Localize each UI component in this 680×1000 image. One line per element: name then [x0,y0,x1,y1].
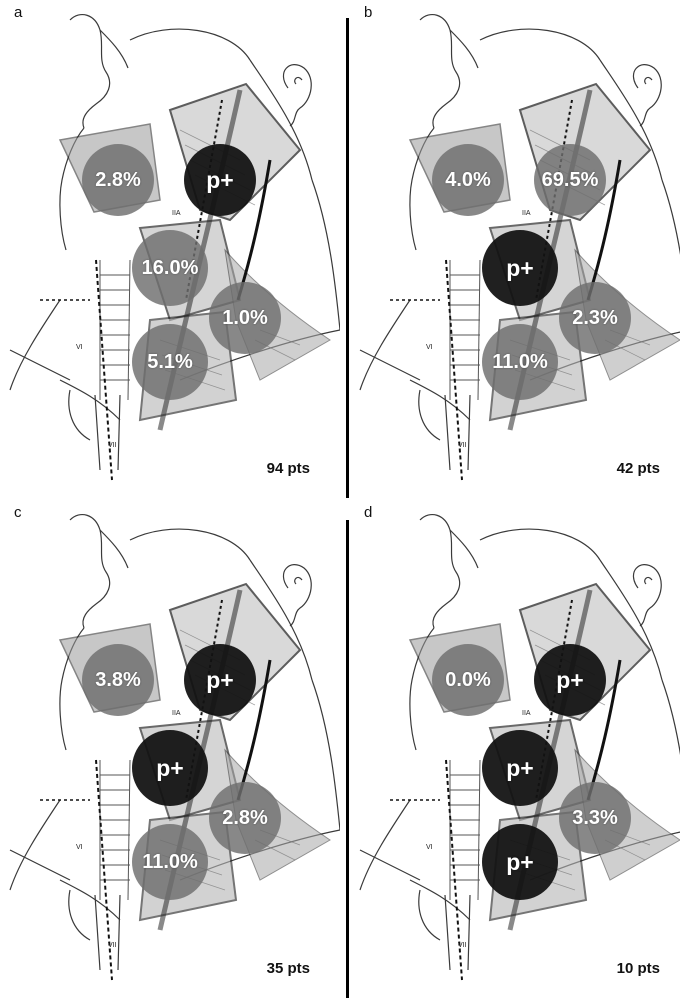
top-divider [346,18,349,498]
level-i-value: 2.8% [95,169,141,192]
level-iii-circle: p+ [482,230,558,306]
level-label-level_7: VII [458,442,467,449]
level-iia-circle: p+ [534,644,606,716]
level-iv-circle: p+ [482,824,558,900]
level-i-circle: 0.0% [432,644,504,716]
panel-letter: d [364,504,372,521]
patient-count: 10 pts [617,960,660,977]
level-i-value: 4.0% [445,169,491,192]
level-iv-circle: 11.0% [482,324,558,400]
level-label-level_7: VII [108,942,117,949]
panel-c: cIIA VI VII 3.8% p+ p+ 2.8% 11.0% 35 pts [0,500,340,1000]
level-iii-circle: p+ [482,730,558,806]
level-i-circle: 3.8% [82,644,154,716]
level-v-circle: 2.3% [559,282,631,354]
level-label-level_2a: IIA [522,710,531,717]
level-iii-circle: 16.0% [132,230,208,306]
level-iia-circle: p+ [184,144,256,216]
level-label-level_6: VI [76,344,83,351]
level-iia-value: 69.5% [542,169,599,192]
bottom-divider [346,520,349,998]
level-v-value: 1.0% [222,307,268,330]
level-iv-value: 11.0% [142,851,198,874]
level-label-level_6: VI [426,344,433,351]
level-iv-circle: 5.1% [132,324,208,400]
level-iia-value: p+ [556,667,583,694]
panel-d: dIIA VI VII 0.0% p+ p+ 3.3% p+ 10 pts [350,500,680,1000]
level-iv-circle: 11.0% [132,824,208,900]
level-iia-circle: p+ [184,644,256,716]
level-iv-value: 11.0% [492,351,548,374]
level-i-value: 3.8% [95,669,141,692]
level-iii-value: p+ [156,755,183,782]
level-iii-value: p+ [506,255,533,282]
level-v-circle: 1.0% [209,282,281,354]
panel-a: aIIA VI VII 2.8% p+ 16.0% 1.0% 5.1% 94 pts [0,0,340,500]
level-v-value: 3.3% [572,807,618,830]
level-iia-value: p+ [206,167,233,194]
panel-letter: b [364,4,372,21]
panel-letter: c [14,504,22,521]
level-v-value: 2.3% [572,307,618,330]
level-iii-circle: p+ [132,730,208,806]
level-label-level_2a: IIA [172,210,181,217]
level-iv-value: p+ [506,849,533,876]
level-label-level_7: VII [108,442,117,449]
level-label-level_7: VII [458,942,467,949]
level-iv-value: 5.1% [147,351,193,374]
level-iii-value: 16.0% [142,257,199,280]
panel-letter: a [14,4,22,21]
level-label-level_6: VI [76,844,83,851]
level-label-level_6: VI [426,844,433,851]
patient-count: 35 pts [267,960,310,977]
level-i-circle: 2.8% [82,144,154,216]
level-v-circle: 2.8% [209,782,281,854]
panel-b: bIIA VI VII 4.0% 69.5% p+ 2.3% 11.0% 42 pts [350,0,680,500]
level-i-value: 0.0% [445,669,491,692]
level-label-level_2a: IIA [172,710,181,717]
patient-count: 94 pts [267,460,310,477]
level-i-circle: 4.0% [432,144,504,216]
level-label-level_2a: IIA [522,210,531,217]
level-iia-value: p+ [206,667,233,694]
level-iii-value: p+ [506,755,533,782]
patient-count: 42 pts [617,460,660,477]
level-iia-circle: 69.5% [534,144,606,216]
level-v-value: 2.8% [222,807,268,830]
level-v-circle: 3.3% [559,782,631,854]
